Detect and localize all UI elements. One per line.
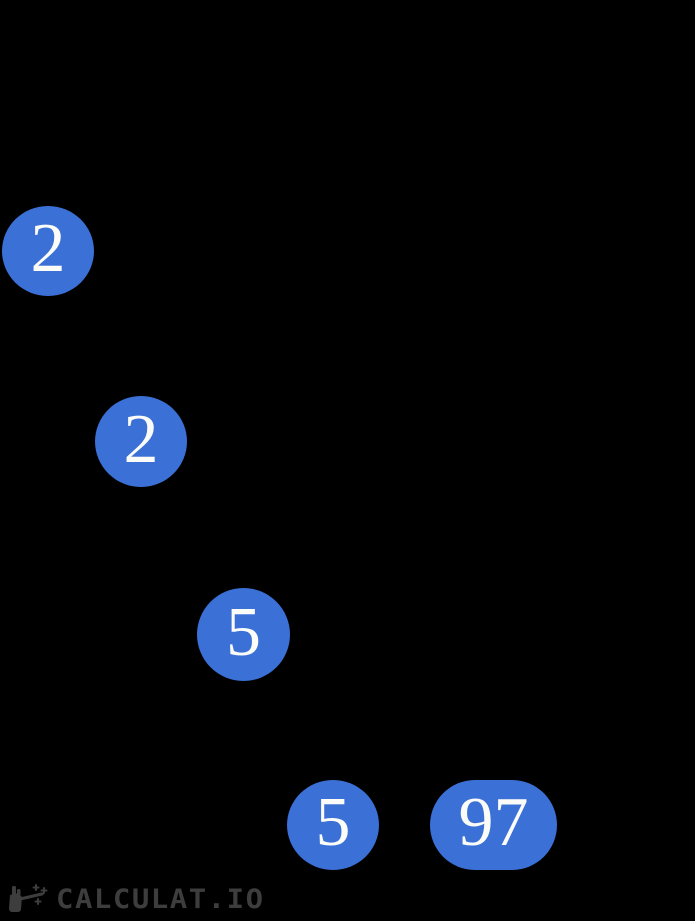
factor-node: 2 <box>95 396 187 487</box>
factor-node: 2 <box>2 206 94 296</box>
hand-wand-icon <box>9 884 48 912</box>
factor-node: 5 <box>197 588 290 681</box>
factor-node: 97 <box>430 780 557 870</box>
watermark-text: CALCULAT.IO <box>56 883 265 915</box>
watermark: CALCULAT.IO <box>7 882 265 916</box>
factor-node: 5 <box>287 780 379 870</box>
